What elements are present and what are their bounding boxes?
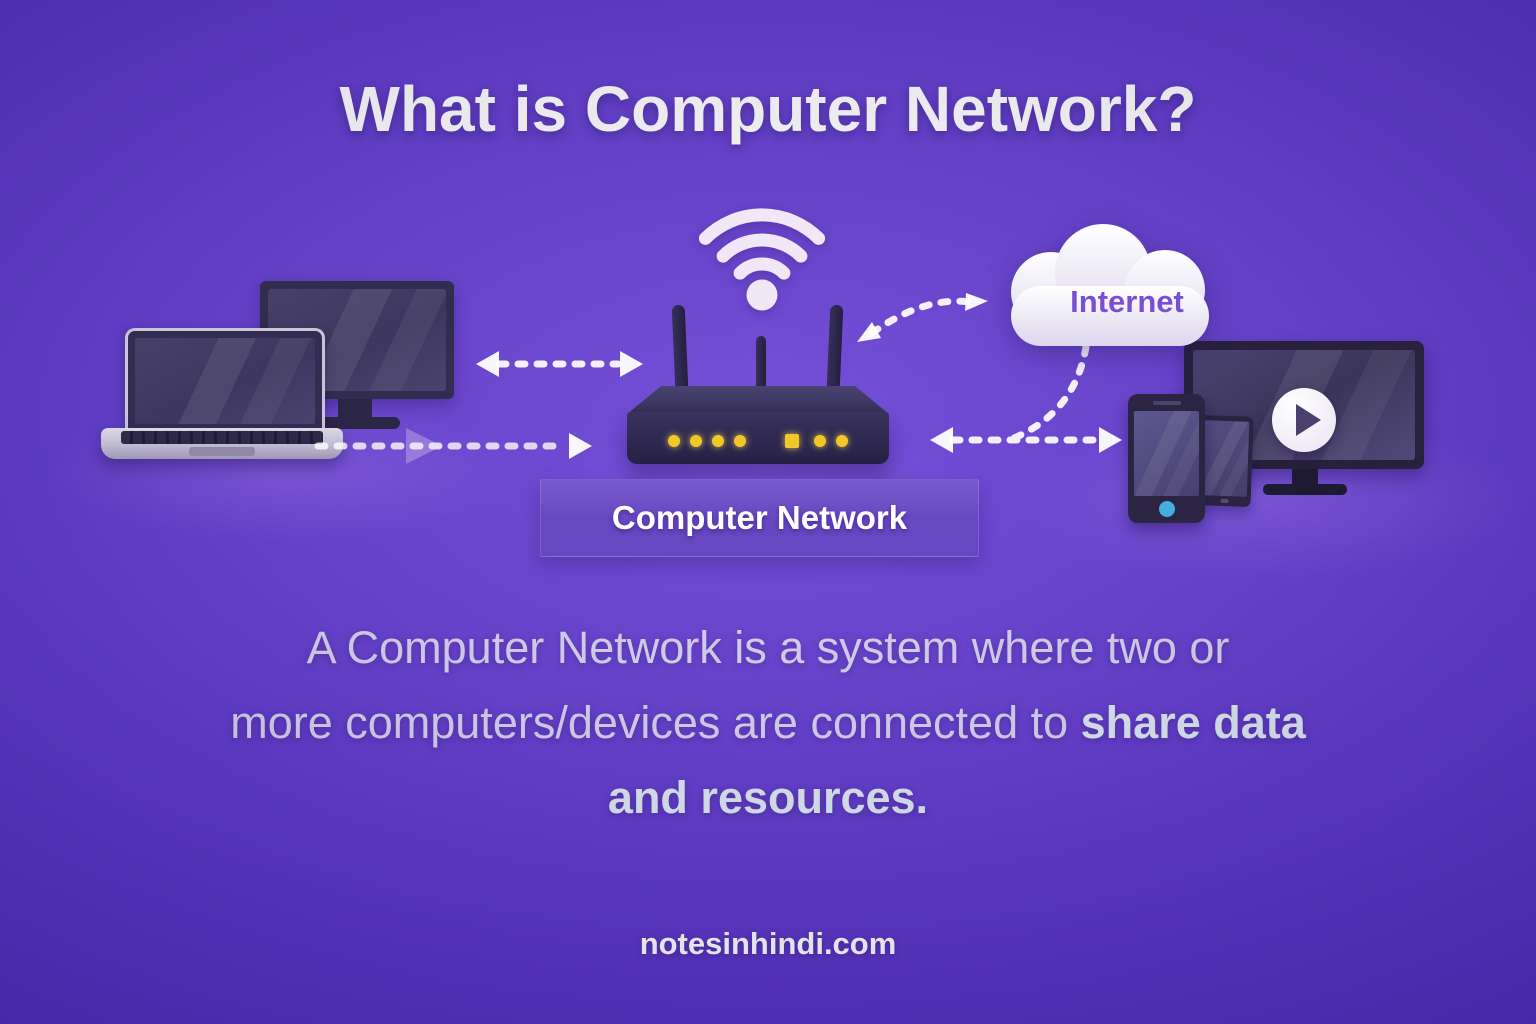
page-title: What is Computer Network?: [339, 73, 1197, 145]
tablet-icon: [1197, 415, 1254, 507]
router-icon: [627, 412, 889, 464]
computer-network-banner: Computer Network: [540, 479, 979, 557]
router-led: [668, 435, 680, 447]
dashed-arrow-router-cloud: [868, 297, 974, 337]
router-top-face: [627, 386, 889, 414]
tv-icon: [1184, 341, 1424, 469]
router-led: [712, 435, 724, 447]
smartphone-screen: [1134, 411, 1199, 496]
tv-stand: [1292, 469, 1318, 486]
tablet-screen: [1201, 420, 1250, 497]
smartphone-icon: [1128, 394, 1205, 523]
description-line-1: A Computer Network is a system where two…: [306, 622, 1230, 673]
laptop-screen: [135, 338, 315, 424]
monitor-stand-base: [314, 417, 400, 429]
wifi-icon: [698, 208, 826, 311]
description-text: A Computer Network is a system where two…: [0, 610, 1536, 835]
footer-website: notesinhindi.com: [639, 926, 897, 961]
router-led-square: [785, 434, 799, 448]
router-antenna-center: [756, 336, 766, 416]
dashed-curve-cloud-devices: [1010, 343, 1090, 442]
banner-label: Computer Network: [611, 499, 908, 536]
router-led: [836, 435, 848, 447]
router-led: [814, 435, 826, 447]
router-led: [734, 435, 746, 447]
cloud-label: Internet: [1070, 284, 1184, 319]
description-line-2: more computers/devices are connected to …: [230, 697, 1306, 748]
internet-cloud-icon: Internet: [1011, 224, 1209, 346]
monitor-stand: [338, 399, 372, 420]
description-line-3: and resources.: [607, 772, 929, 823]
tv-stand-base: [1263, 484, 1347, 495]
laptop-keyboard: [101, 428, 343, 459]
router-led: [690, 435, 702, 447]
laptop-icon: [125, 328, 325, 431]
play-icon: [1272, 388, 1336, 453]
